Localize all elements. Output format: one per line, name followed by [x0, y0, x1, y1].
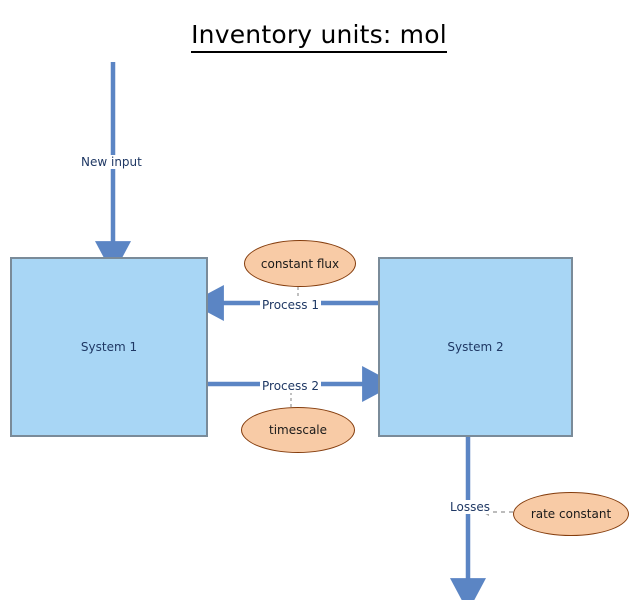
system-2-box[interactable]: System 2 — [378, 257, 573, 437]
new-input-flow-label: New input — [79, 155, 144, 169]
process-2-flow-label: Process 2 — [260, 379, 321, 393]
page-title-text: Inventory units: mol — [191, 20, 447, 53]
process-1-flow-label: Process 1 — [260, 298, 321, 312]
timescale-ellipse[interactable]: timescale — [241, 407, 355, 453]
constant-flux-label: constant flux — [260, 256, 340, 271]
rate-constant-label: rate constant — [530, 507, 612, 521]
constant-flux-ellipse[interactable]: constant flux — [244, 240, 356, 287]
rate-constant-ellipse[interactable]: rate constant — [513, 492, 629, 536]
system-1-box[interactable]: System 1 — [10, 257, 208, 437]
timescale-label: timescale — [268, 423, 328, 437]
page-title: Inventory units: mol — [0, 20, 638, 53]
system-2-label: System 2 — [447, 340, 504, 354]
losses-flow-label: Losses — [448, 500, 492, 514]
system-1-label: System 1 — [80, 340, 138, 354]
